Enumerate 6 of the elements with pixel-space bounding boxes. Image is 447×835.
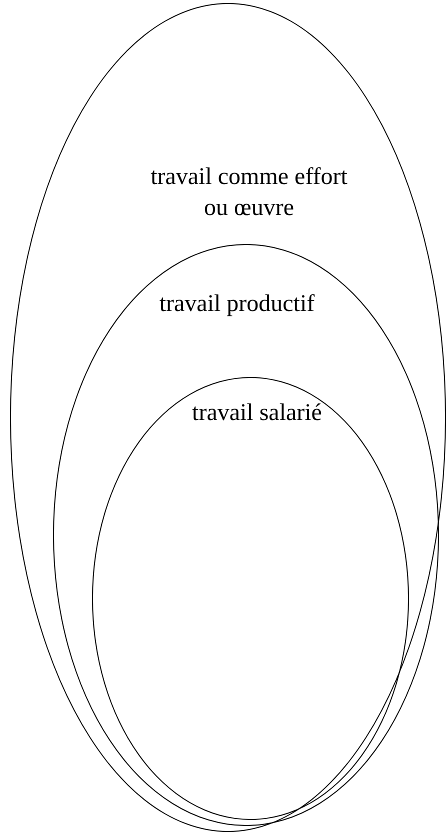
ellipse-label: travail productif <box>158 290 316 319</box>
ellipse-label: travail salarié <box>191 399 323 428</box>
ellipse <box>10 3 446 832</box>
ellipse <box>53 244 439 826</box>
ellipse <box>92 377 409 820</box>
ellipse-label: travail comme effort ou œuvre <box>150 163 348 224</box>
